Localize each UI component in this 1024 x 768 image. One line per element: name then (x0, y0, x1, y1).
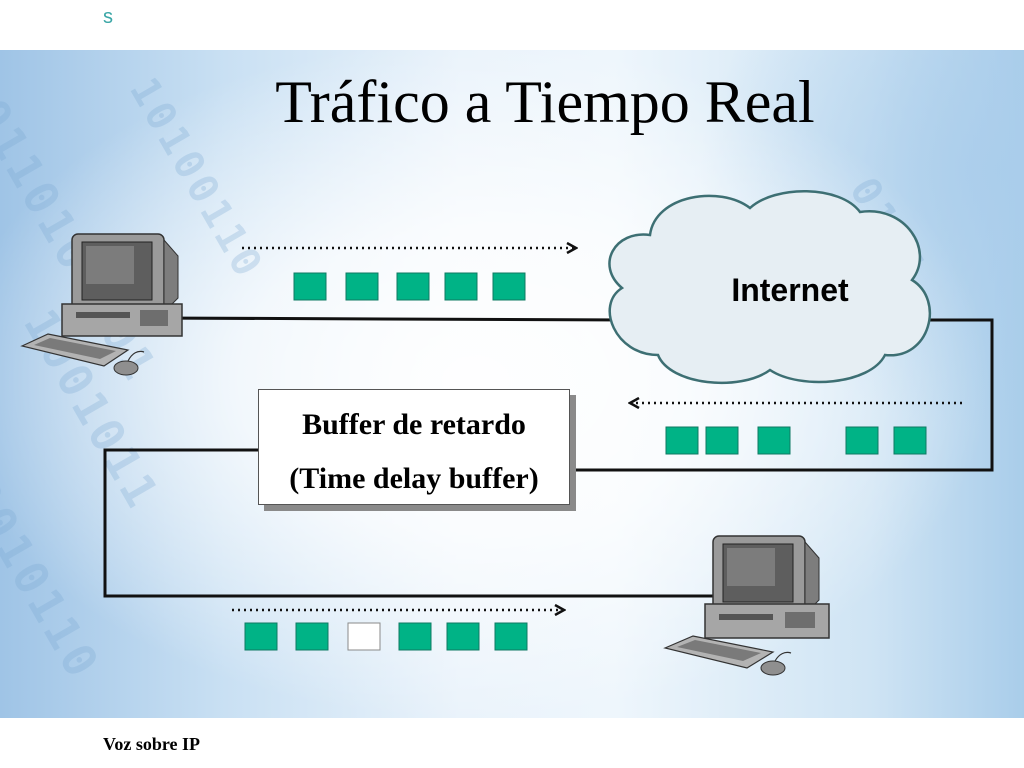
packet (398, 622, 432, 651)
packet (293, 272, 327, 301)
packet-lost (347, 622, 381, 651)
computer-icon-receiver (663, 535, 830, 676)
slide-background: 0110100101 1001011 0010110 10100110 0101 (0, 50, 1024, 718)
packet (845, 426, 879, 455)
packet (446, 622, 480, 651)
time-delay-buffer-box: Buffer de retardo (Time delay buffer) (258, 389, 570, 505)
packets-sent (293, 272, 526, 301)
packet (295, 622, 329, 651)
link-sender-to-internet (149, 316, 631, 322)
slide-title: Tráfico a Tiempo Real (275, 69, 815, 135)
packet (893, 426, 927, 455)
link-internet-to-buffer (570, 318, 994, 472)
packet (492, 272, 526, 301)
buffer-label-spanish: Buffer de retardo (302, 408, 526, 441)
packet (444, 272, 478, 301)
packets-received-jittered (665, 426, 927, 455)
buffer-label-english: (Time delay buffer) (289, 462, 539, 495)
header-letter: s (103, 6, 113, 28)
packet (494, 622, 528, 651)
packet (665, 426, 699, 455)
connection-lines (103, 316, 994, 598)
packets-played-out (244, 622, 528, 651)
packet (396, 272, 430, 301)
slide-footer: Voz sobre IP (103, 734, 201, 754)
link-buffer-to-receiver (103, 448, 720, 598)
packet (705, 426, 739, 455)
packet (244, 622, 278, 651)
packet (757, 426, 791, 455)
internet-label: Internet (731, 272, 849, 308)
computer-icon-sender (20, 233, 183, 376)
internet-cloud-icon (608, 190, 932, 385)
packet (345, 272, 379, 301)
